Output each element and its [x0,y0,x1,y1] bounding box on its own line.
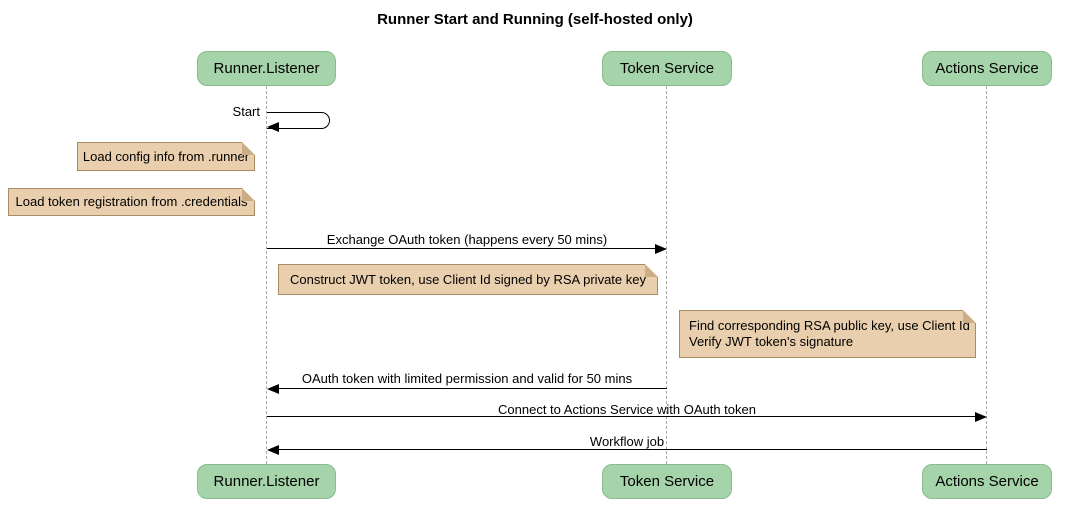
self-message-loop [267,112,330,129]
arrowhead-left-icon [267,122,279,132]
message-label-oauth-return: OAuth token with limited permission and … [301,371,633,386]
message-label-exchange-oauth: Exchange OAuth token (happens every 50 m… [326,232,608,247]
arrowhead-right-icon [655,244,667,254]
message-line-workflow-job [278,449,987,450]
arrowhead-left-icon [267,445,279,455]
message-line-exchange-oauth [267,248,657,249]
note-verify-jwt: Find corresponding RSA public key, use C… [679,310,976,358]
participant-label: Token Service [619,473,715,490]
message-label-start: Start [232,104,260,119]
participant-actions-service-bottom: Actions Service [922,464,1052,499]
note-load-token-registration: Load token registration from .credential… [8,188,255,216]
arrowhead-left-icon [267,384,279,394]
note-construct-jwt: Construct JWT token, use Client Id signe… [278,264,658,295]
message-label-workflow-job: Workflow job [589,434,665,449]
message-line-connect-actions [267,416,976,417]
message-label-connect-actions: Connect to Actions Service with OAuth to… [498,402,756,417]
participant-label: Runner.Listener [213,60,320,77]
participant-actions-service-top: Actions Service [922,51,1052,86]
participant-runner-listener-bottom: Runner.Listener [197,464,336,499]
note-load-config: Load config info from .runner [77,142,255,171]
diagram-title: Runner Start and Running (self-hosted on… [377,11,693,28]
lifeline-actions-service [986,86,987,464]
participant-label: Runner.Listener [213,473,320,490]
lifeline-runner-listener [266,86,267,464]
participant-label: Actions Service [935,473,1039,490]
participant-label: Actions Service [935,60,1039,77]
participant-runner-listener-top: Runner.Listener [197,51,336,86]
message-line-oauth-return [278,388,667,389]
participant-token-service-bottom: Token Service [602,464,732,499]
lifeline-token-service [666,86,667,464]
arrowhead-right-icon [975,412,987,422]
participant-label: Token Service [619,60,715,77]
participant-token-service-top: Token Service [602,51,732,86]
